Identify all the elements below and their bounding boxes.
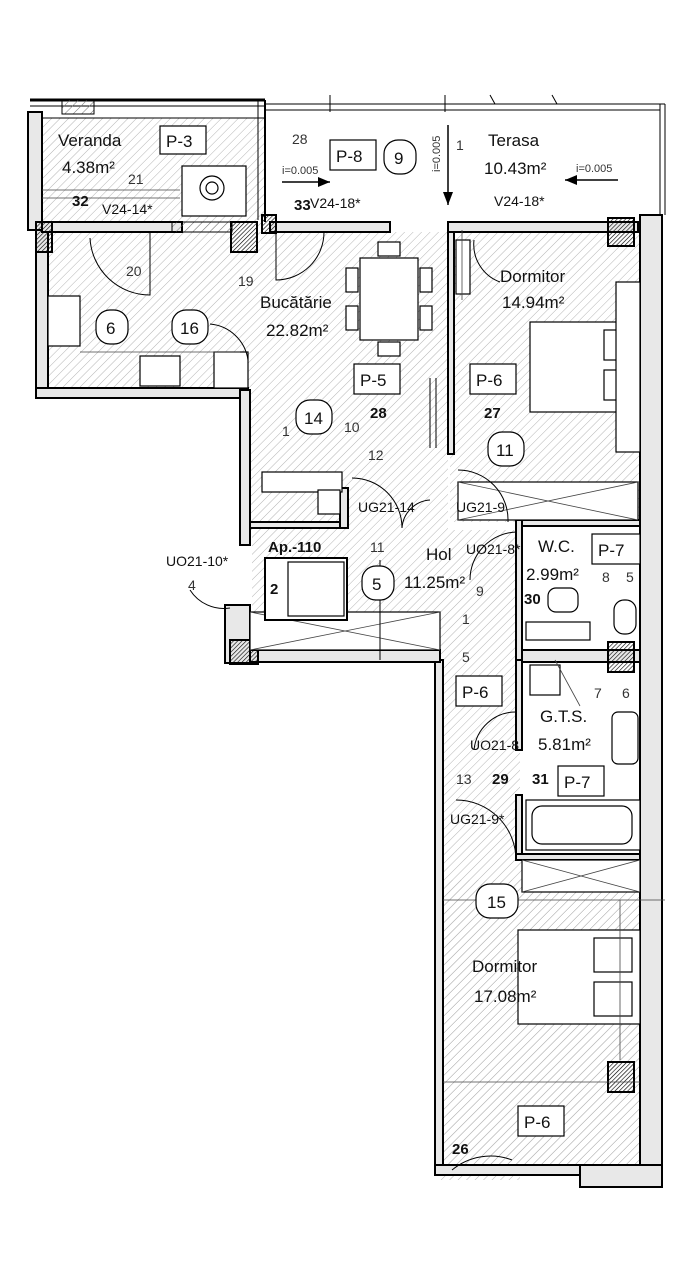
num-7: 7: [594, 685, 602, 701]
num-1-terasa: 1: [456, 137, 464, 153]
bold-29: 29: [492, 771, 509, 788]
bold-32: 32: [72, 193, 89, 210]
opening-uo21-8: UO21-8: [470, 737, 519, 753]
walls: [27, 111, 663, 1188]
bold-28: 28: [370, 405, 387, 422]
circle-15: 15: [487, 893, 506, 912]
num-20: 20: [126, 263, 142, 279]
circle-14: 14: [304, 409, 323, 428]
tag-p-6-dormitor-1: P-6: [476, 371, 502, 390]
num-10: 10: [344, 419, 360, 435]
circle-11: 11: [496, 441, 514, 460]
num-13: 13: [456, 771, 472, 787]
opening-uo21-8-star: UO21-8*: [466, 541, 521, 557]
circle-9: 9: [394, 149, 403, 168]
bedroom-2-furniture: [443, 859, 665, 1083]
terrace-railing: [30, 94, 666, 215]
opening-v24-14-veranda: V24-14*: [102, 201, 153, 217]
num-12: 12: [368, 447, 384, 463]
tag-p-6-hol: P-6: [462, 683, 488, 702]
room-area-dormitor-1: 14.94m²: [502, 293, 565, 312]
num-6: 6: [622, 685, 630, 701]
opening-v24-18-terasa: V24-18*: [494, 193, 545, 209]
room-area-veranda: 4.38m²: [62, 158, 115, 177]
bold-33: 33: [294, 197, 311, 214]
num-5-hol: 5: [462, 649, 470, 665]
opening-v24-18-kitchen: V24-18*: [310, 195, 361, 211]
bold-2: 2: [270, 581, 278, 598]
room-area-bucatarie: 22.82m²: [266, 321, 329, 340]
tag-p-7-wc: P-7: [598, 541, 624, 560]
opening-ug21-14: UG21-14: [358, 499, 415, 515]
slope-labels: i=0.005 i=0.005 i=0.005: [282, 136, 612, 177]
num-9: 9: [476, 583, 484, 599]
circle-6: 6: [106, 319, 115, 338]
bold-numbers: 32 33 28 27 30 29 31 26 2: [72, 193, 549, 1158]
room-area-terasa: 10.43m²: [484, 159, 547, 178]
slope-arrows: [282, 125, 618, 205]
circle-16: 16: [180, 319, 199, 338]
opening-uo21-10: UO21-10*: [166, 553, 229, 569]
num-5-wc: 5: [626, 569, 634, 585]
num-1-hol: 1: [462, 611, 470, 627]
slope-terasa: i=0.005: [576, 163, 612, 175]
num-28: 28: [292, 131, 308, 147]
slope-vertical: i=0.005: [431, 136, 443, 172]
num-11: 11: [370, 539, 385, 555]
tag-p-6-dormitor-2: P-6: [524, 1113, 550, 1132]
opening-codes: V24-14* V24-18* V24-18* UG21-14 UG21-9 U…: [102, 193, 545, 827]
tag-p-7-gts: P-7: [564, 773, 590, 792]
bold-27: 27: [484, 405, 501, 422]
opening-ug21-9: UG21-9: [456, 499, 505, 515]
room-area-wc: 2.99m²: [526, 565, 579, 584]
room-name-bucatarie: Bucătărie: [260, 293, 332, 312]
room-name-veranda: Veranda: [58, 131, 122, 150]
bold-31: 31: [532, 771, 549, 788]
bathroom-furniture: [525, 587, 641, 851]
num-19: 19: [238, 273, 254, 289]
hol-furniture: [249, 557, 441, 660]
room-name-hol: Hol: [426, 545, 452, 564]
tag-p-5: P-5: [360, 371, 386, 390]
num-4: 4: [188, 577, 196, 593]
tag-p-3: P-3: [166, 132, 192, 151]
kitchen-furniture: [47, 241, 437, 515]
veranda-details: [42, 100, 266, 233]
num-8: 8: [602, 569, 610, 585]
tag-p-8: P-8: [336, 147, 362, 166]
slope-kitchen: i=0.005: [282, 165, 318, 177]
bold-26: 26: [452, 1141, 469, 1158]
room-name-dormitor-1: Dormitor: [500, 267, 566, 286]
small-numbers: 28 21 20 19 1 10 12 11 4 1 5 9 8 5 7 6 1…: [126, 131, 634, 787]
room-name-wc: W.C.: [538, 537, 575, 556]
num-1-kitchen: 1: [282, 423, 290, 439]
circle-5: 5: [372, 575, 381, 594]
opening-ug21-9-star: UG21-9*: [450, 811, 505, 827]
bedroom-1-furniture: [455, 230, 641, 521]
room-name-terasa: Terasa: [488, 131, 540, 150]
room-name-gts: G.T.S.: [540, 707, 587, 726]
doors: [89, 231, 517, 1171]
room-labels: Veranda 4.38m² Terasa 10.43m² Bucătărie …: [58, 131, 591, 1006]
room-name-dormitor-2: Dormitor: [472, 957, 538, 976]
room-area-gts: 5.81m²: [538, 735, 591, 754]
num-21: 21: [128, 171, 144, 187]
tags: P-3 P-8 P-5 P-6 P-6 P-7 P-6 P-7: [159, 125, 641, 1137]
room-area-dormitor-2: 17.08m²: [474, 987, 537, 1006]
apartment-label: Ap.-110: [268, 539, 321, 556]
bold-30: 30: [524, 591, 541, 608]
room-area-hol: 11.25m²: [404, 573, 465, 592]
circled-numbers: 9 6 16 14 11 5 15: [95, 139, 525, 919]
